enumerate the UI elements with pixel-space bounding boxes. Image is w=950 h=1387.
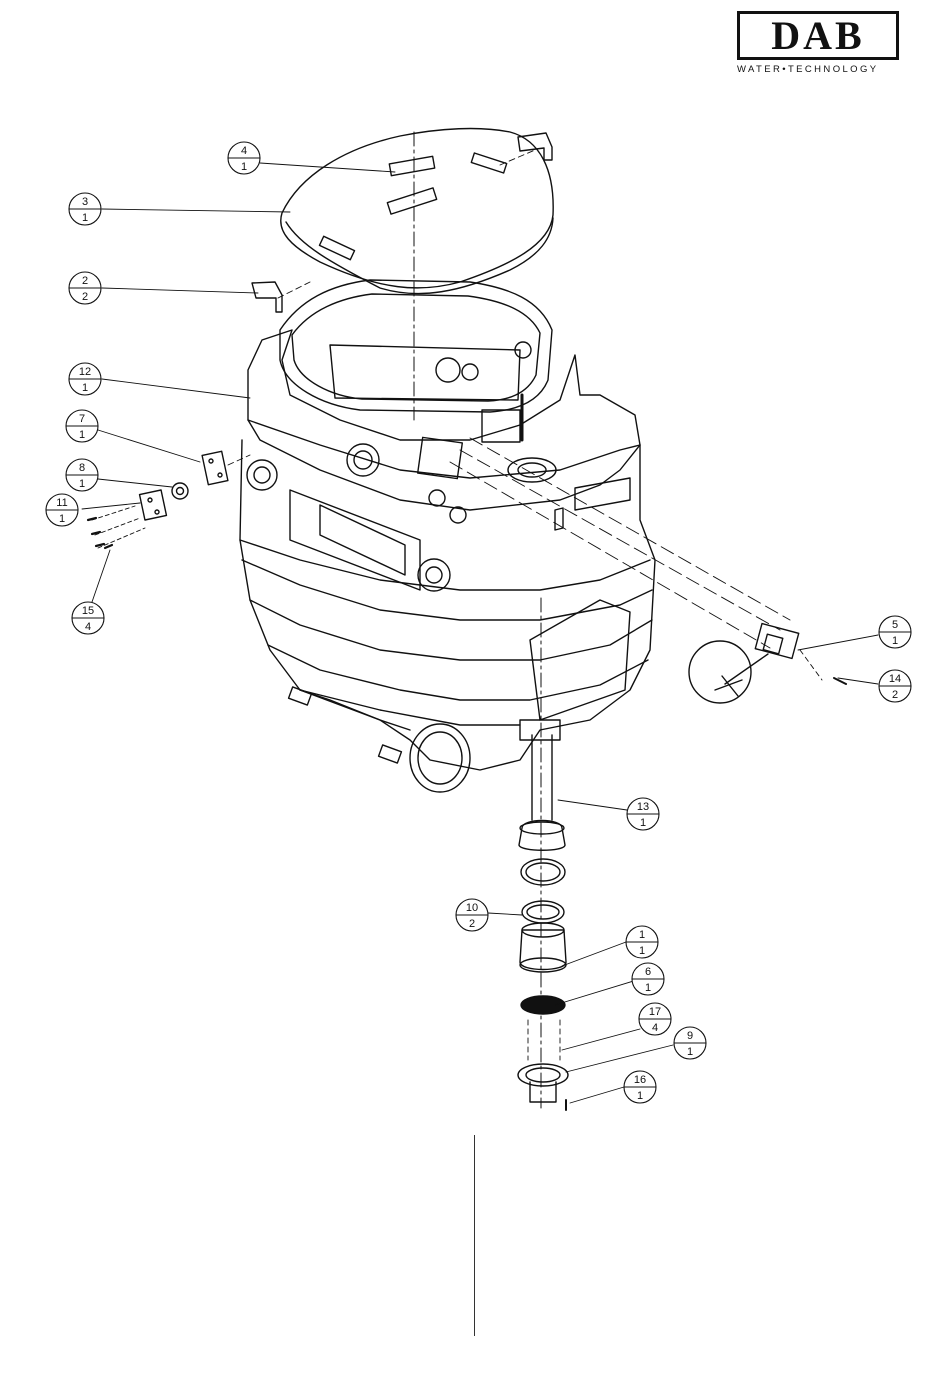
callout-2: 22 <box>69 272 101 304</box>
callout-11: 111 <box>46 494 78 526</box>
callout-10: 102 <box>456 899 488 931</box>
callout-quantity: 1 <box>82 382 88 394</box>
callout-part-number: 7 <box>79 413 85 425</box>
callout-14: 142 <box>879 670 911 702</box>
callout-1: 11 <box>626 926 658 958</box>
callout-part-number: 9 <box>687 1030 693 1042</box>
callout-5: 51 <box>879 616 911 648</box>
callout-7: 71 <box>66 410 98 442</box>
callout-part-number: 10 <box>466 902 478 914</box>
column-divider <box>474 1135 475 1336</box>
callout-16: 161 <box>624 1071 656 1103</box>
callout-quantity: 1 <box>79 429 85 441</box>
callout-part-number: 2 <box>82 275 88 287</box>
callout-quantity: 1 <box>640 817 646 829</box>
clip-parts <box>252 133 552 312</box>
callout-3: 31 <box>69 193 101 225</box>
callout-quantity: 1 <box>82 212 88 224</box>
callout-part-number: 17 <box>649 1006 661 1018</box>
callout-8: 81 <box>66 459 98 491</box>
callout-quantity: 2 <box>82 291 88 303</box>
callout-17: 174 <box>639 1003 671 1035</box>
callout-part-number: 16 <box>634 1074 646 1086</box>
callout-part-number: 15 <box>82 605 94 617</box>
callout-part-number: 14 <box>889 673 901 685</box>
leader-lines <box>82 163 878 1103</box>
callout-quantity: 1 <box>241 161 247 173</box>
callout-part-number: 12 <box>79 366 91 378</box>
callout-quantity: 1 <box>645 982 651 994</box>
callout-part-number: 6 <box>645 966 651 978</box>
callout-quantity: 1 <box>637 1090 643 1102</box>
callout-part-number: 5 <box>892 619 898 631</box>
side-cover-parts <box>88 451 250 548</box>
callout-4: 41 <box>228 142 260 174</box>
callout-part-number: 1 <box>639 929 645 941</box>
callout-6: 61 <box>632 963 664 995</box>
lid-part <box>281 129 553 294</box>
callout-15: 154 <box>72 602 104 634</box>
callout-quantity: 1 <box>79 478 85 490</box>
callout-part-number: 13 <box>637 801 649 813</box>
callout-part-number: 3 <box>82 196 88 208</box>
callout-quantity: 2 <box>469 918 475 930</box>
callout-9: 91 <box>674 1027 706 1059</box>
callout-part-number: 11 <box>56 497 67 509</box>
outlet-stack-parts <box>518 720 568 1110</box>
callout-quantity: 1 <box>59 513 65 525</box>
callout-quantity: 1 <box>687 1046 693 1058</box>
callout-quantity: 4 <box>85 621 91 633</box>
float-switch-part <box>450 438 846 703</box>
callout-part-number: 4 <box>241 145 247 157</box>
callout-quantity: 1 <box>892 635 898 647</box>
callout-quantity: 2 <box>892 689 898 701</box>
callout-part-number: 8 <box>79 462 85 474</box>
callout-quantity: 4 <box>652 1022 658 1034</box>
callout-quantity: 1 <box>639 945 645 957</box>
callout-13: 131 <box>627 798 659 830</box>
callout-12: 121 <box>69 363 101 395</box>
tank-body <box>240 280 655 792</box>
